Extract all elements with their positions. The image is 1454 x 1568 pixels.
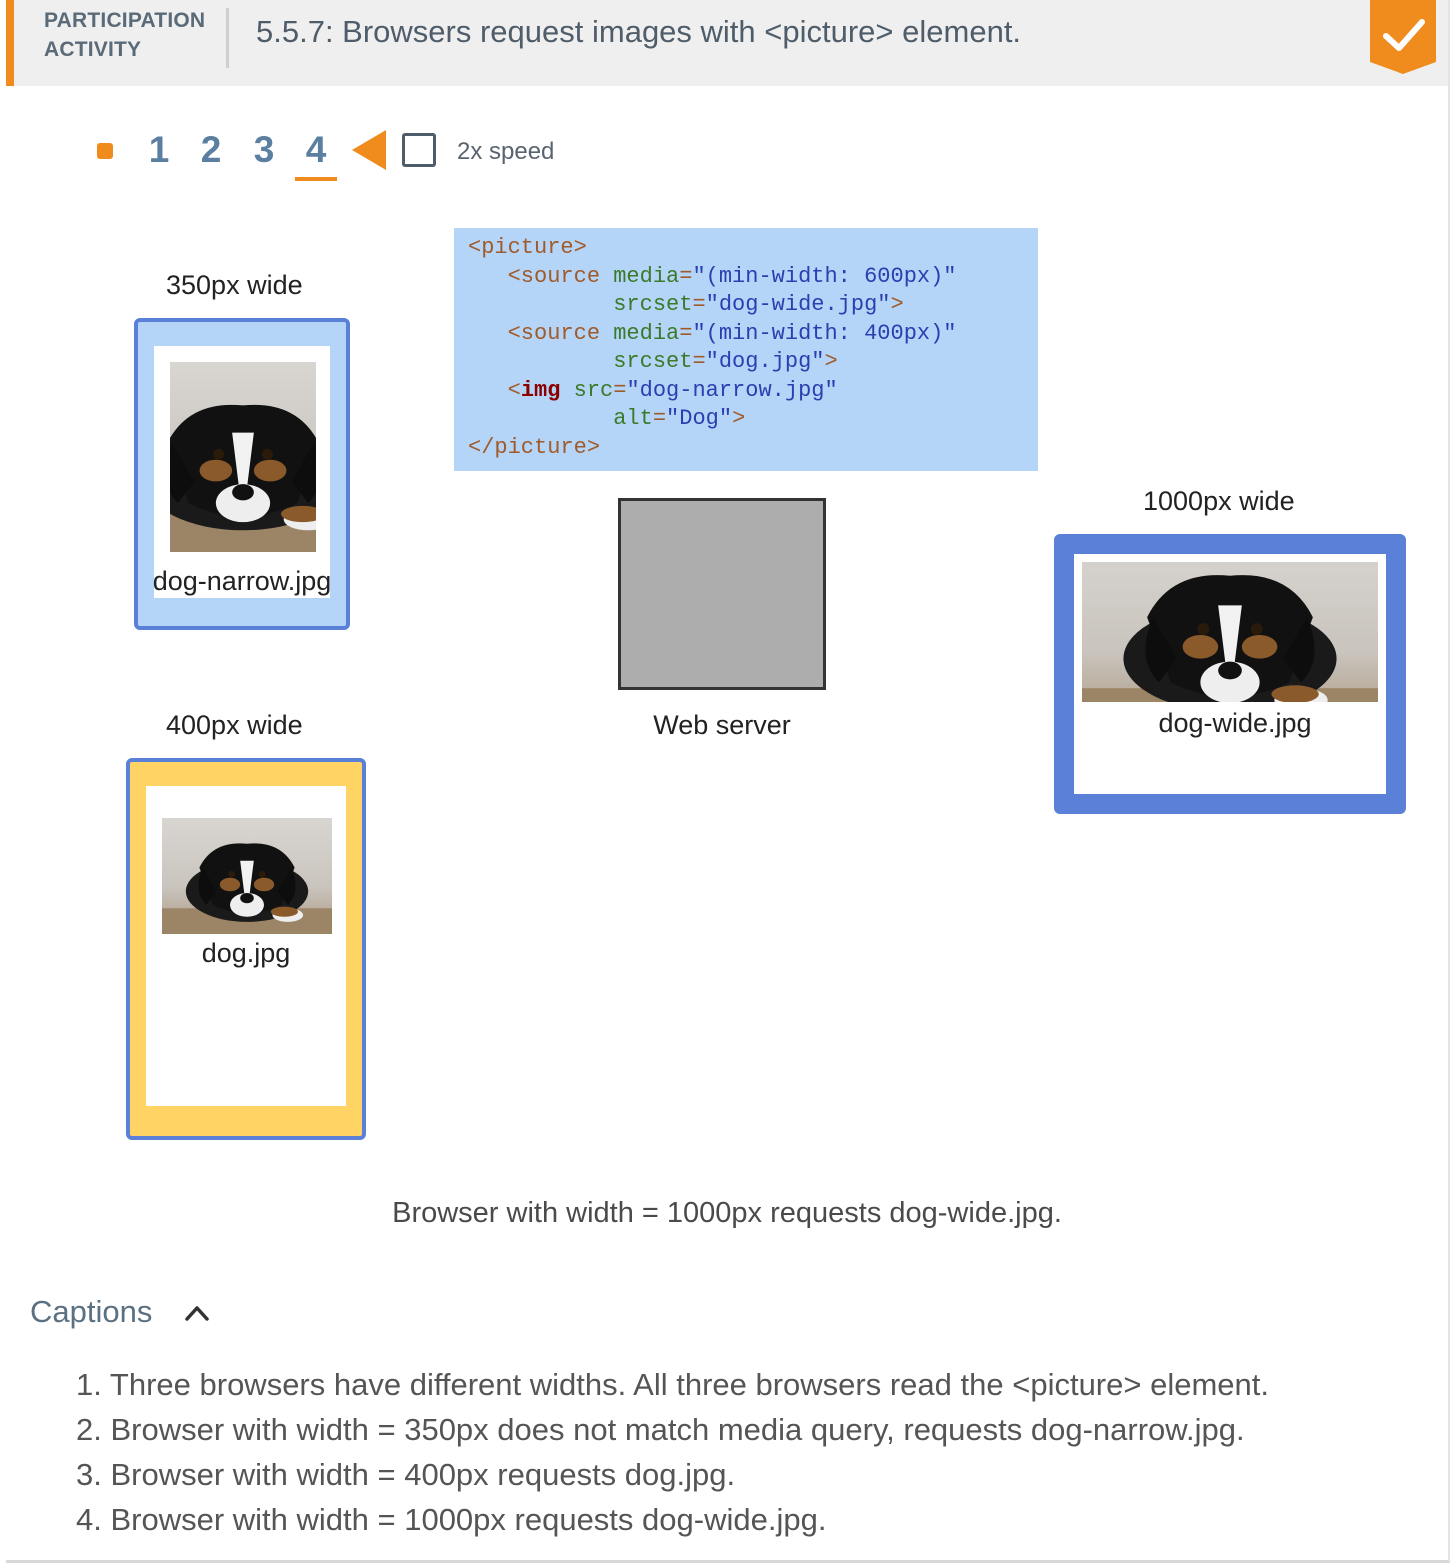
img-src-attr: src [573, 377, 614, 403]
img-tag: img [520, 377, 561, 403]
activity-frame: PARTICIPATION ACTIVITY 5.5.7: Browsers r… [6, 0, 1450, 1563]
stop-button[interactable] [97, 143, 113, 159]
medium-file-label: dog.jpg [201, 938, 291, 968]
picture-close-tag: </picture> [468, 434, 601, 460]
wide-browser: dog-wide.jpg [1054, 534, 1406, 814]
code-line-6: <img src="dog-narrow.jpg" [507, 377, 838, 403]
img-src-value: dog-narrow.jpg [639, 377, 825, 403]
code-line-7: alt="Dog"> [613, 406, 746, 431]
web-server-label: Web server [653, 710, 791, 740]
narrow-file-label: dog-narrow.jpg [152, 566, 332, 596]
code-line-3: srcset="dog-wide.jpg"> [613, 292, 904, 317]
step-2-button[interactable]: 2 [200, 129, 222, 170]
code-line-5: srcset="dog.jpg"> [613, 349, 838, 374]
chevron-up-icon [185, 1306, 209, 1321]
narrow-browser-viewport [154, 346, 330, 598]
code-line-2: <source media="(min-width: 600px)" [507, 263, 957, 289]
activity-title: 5.5.7: Browsers request images with <pic… [256, 14, 1022, 49]
header-divider [226, 8, 229, 68]
wide-browser-label: 1000px wide [1143, 486, 1295, 516]
source2-media-attr: media [613, 320, 680, 346]
step-1-button[interactable]: 1 [148, 129, 170, 170]
activity-type-label: PARTICIPATION ACTIVITY [44, 6, 224, 64]
code-line-1: <picture> [468, 234, 1024, 263]
step-4-button[interactable]: 4 [305, 129, 327, 170]
img-alt-attr: alt [613, 406, 653, 431]
speed-label: 2x speed [457, 138, 555, 165]
dog-narrow-image [170, 362, 316, 552]
narrow-browser-label: 350px wide [166, 270, 303, 300]
current-step-caption: Browser with width = 1000px requests dog… [392, 1197, 1062, 1229]
dog-medium-image [162, 818, 332, 934]
play-back-icon[interactable] [352, 130, 386, 170]
captions-title: Captions [30, 1294, 153, 1329]
source1-tag: <source [507, 263, 601, 289]
captions-list: 1. Three browsers have different widths.… [76, 1362, 1269, 1542]
source2-srcset-attr: srcset [613, 349, 693, 374]
caption-item-3: 3. Browser with width = 400px requests d… [76, 1457, 736, 1492]
source2-media-value: (min-width: 400px) [705, 320, 944, 346]
narrow-browser: dog-narrow.jpg [134, 318, 350, 630]
dog-wide-image [1082, 562, 1378, 702]
picture-open-tag: <picture> [468, 235, 587, 260]
caption-item-2: 2. Browser with width = 350px does not m… [76, 1412, 1245, 1447]
picture-code-snippet: <picture> <source media="(min-width: 600… [454, 228, 1038, 471]
activity-label-line1: PARTICIPATION [44, 9, 206, 32]
code-line-4: <source media="(min-width: 400px)" [507, 320, 957, 346]
caption-item-1: 1. Three browsers have different widths.… [76, 1367, 1269, 1402]
medium-browser-label: 400px wide [166, 710, 303, 740]
step-3-button[interactable]: 3 [253, 129, 275, 170]
activity-label-line2: ACTIVITY [44, 38, 142, 61]
current-step-indicator [295, 177, 337, 181]
source1-media-value: (min-width: 600px) [705, 263, 944, 289]
wide-file-label: dog-wide.jpg [1158, 708, 1312, 738]
animation-controls: 1 2 3 4 2x speed [6, 100, 806, 200]
captions-toggle[interactable]: Captions [30, 1292, 250, 1336]
code-line-8: </picture> [468, 434, 1024, 463]
source2-srcset-value: dog.jpg [718, 349, 812, 374]
speed-checkbox[interactable] [402, 133, 436, 167]
web-server-box [618, 498, 826, 690]
source1-srcset-value: dog-wide.jpg [718, 292, 878, 317]
medium-browser-viewport: dog.jpg [146, 786, 346, 1106]
completion-check-icon [1370, 0, 1436, 74]
source1-srcset-attr: srcset [613, 292, 693, 317]
source2-tag: <source [507, 320, 601, 346]
medium-browser: dog.jpg [126, 758, 366, 1140]
activity-header: PARTICIPATION ACTIVITY 5.5.7: Browsers r… [6, 0, 1448, 86]
source1-media-attr: media [613, 263, 680, 289]
img-alt-value: Dog [679, 406, 719, 431]
caption-item-4: 4. Browser with width = 1000px requests … [76, 1502, 827, 1537]
wide-browser-viewport: dog-wide.jpg [1074, 554, 1386, 794]
